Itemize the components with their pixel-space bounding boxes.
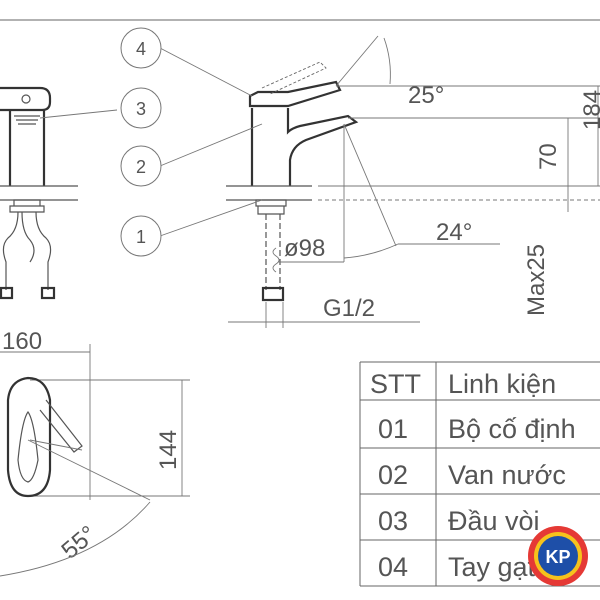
leader-4 [159, 47, 253, 97]
callout-label-1: 1 [136, 227, 146, 247]
front-hose-middle [21, 211, 35, 263]
side-fixing-nut [255, 199, 287, 215]
front-hose-right [35, 211, 52, 290]
top-handle-outline [6, 376, 52, 498]
callout-label-3: 3 [136, 99, 146, 119]
dim-text-55: 55° [57, 521, 102, 565]
side-handle-lever [248, 80, 342, 108]
callout-circle-1 [120, 215, 162, 257]
dim-24-arc [343, 243, 399, 259]
callout-circle-4 [120, 27, 162, 69]
table-cell-part-3: Đầu vòi [448, 506, 540, 536]
callout-circle-2 [120, 145, 162, 187]
dim-text-70: 70 [535, 143, 562, 170]
dimension-labels: 25° 70 184 24° Max25 ø98 G1/2 160 144 55… [2, 82, 600, 565]
callout-circle-3 [120, 87, 162, 129]
dim-25-ray [335, 35, 379, 87]
dim-text-184: 184 [579, 90, 600, 130]
front-body [8, 110, 46, 186]
front-fixing-nut [9, 199, 45, 213]
leader-3 [39, 109, 118, 119]
front-fitting-left [0, 286, 14, 300]
table-cell-part-4: Tay gạt [448, 552, 536, 582]
top-handle-inner [17, 410, 39, 483]
front-aerator [14, 115, 40, 125]
dim-text-25: 25° [408, 82, 444, 109]
logo-core [538, 536, 578, 576]
table-cell-stt-1: 01 [378, 414, 408, 444]
front-handle-screw [21, 94, 31, 104]
table-header-part: Linh kiện [448, 369, 556, 399]
side-view [159, 35, 600, 328]
dim-25-arc [383, 37, 391, 85]
side-handle-raised [261, 61, 327, 95]
top-handle-rotated [39, 399, 83, 453]
dim-text-160: 160 [2, 328, 42, 355]
callout-label-2: 2 [136, 157, 146, 177]
leader-1 [159, 199, 263, 237]
dim-text-24: 24° [436, 219, 472, 246]
table-cell-stt-2: 02 [378, 460, 408, 490]
front-handle [0, 86, 52, 112]
dim-55-arc [0, 501, 151, 577]
dim-text-g12: G1/2 [323, 295, 375, 322]
logo-text: KP [545, 547, 570, 567]
table-cell-stt-3: 03 [378, 506, 408, 536]
front-fitting-right [40, 286, 56, 300]
callouts: 4 3 2 1 [120, 27, 162, 257]
parts-table: STT Linh kiện 01 Bộ cố định 02 Van nước … [359, 361, 600, 587]
dim-98-break [272, 247, 280, 273]
table-header-stt: STT [370, 369, 421, 399]
side-fitting [261, 286, 285, 302]
dim-24-ray [343, 123, 397, 247]
top-view [0, 344, 190, 577]
callout-label-4: 4 [136, 39, 146, 59]
dim-55-ray-2 [27, 439, 151, 501]
dim-text-max25: Max25 [523, 244, 550, 316]
side-body [250, 108, 359, 186]
kp-logo: KP [528, 526, 588, 586]
dim-55-ray-1 [29, 439, 83, 451]
dim-text-98: ø98 [284, 235, 325, 262]
table-cell-part-1: Bộ cố định [448, 414, 576, 444]
leader-2 [159, 123, 263, 167]
front-view [0, 86, 118, 300]
table-cell-stt-4: 04 [378, 552, 408, 582]
dim-text-144: 144 [155, 430, 182, 470]
table-cell-part-2: Van nước [448, 460, 566, 490]
front-hose-left [2, 211, 19, 290]
